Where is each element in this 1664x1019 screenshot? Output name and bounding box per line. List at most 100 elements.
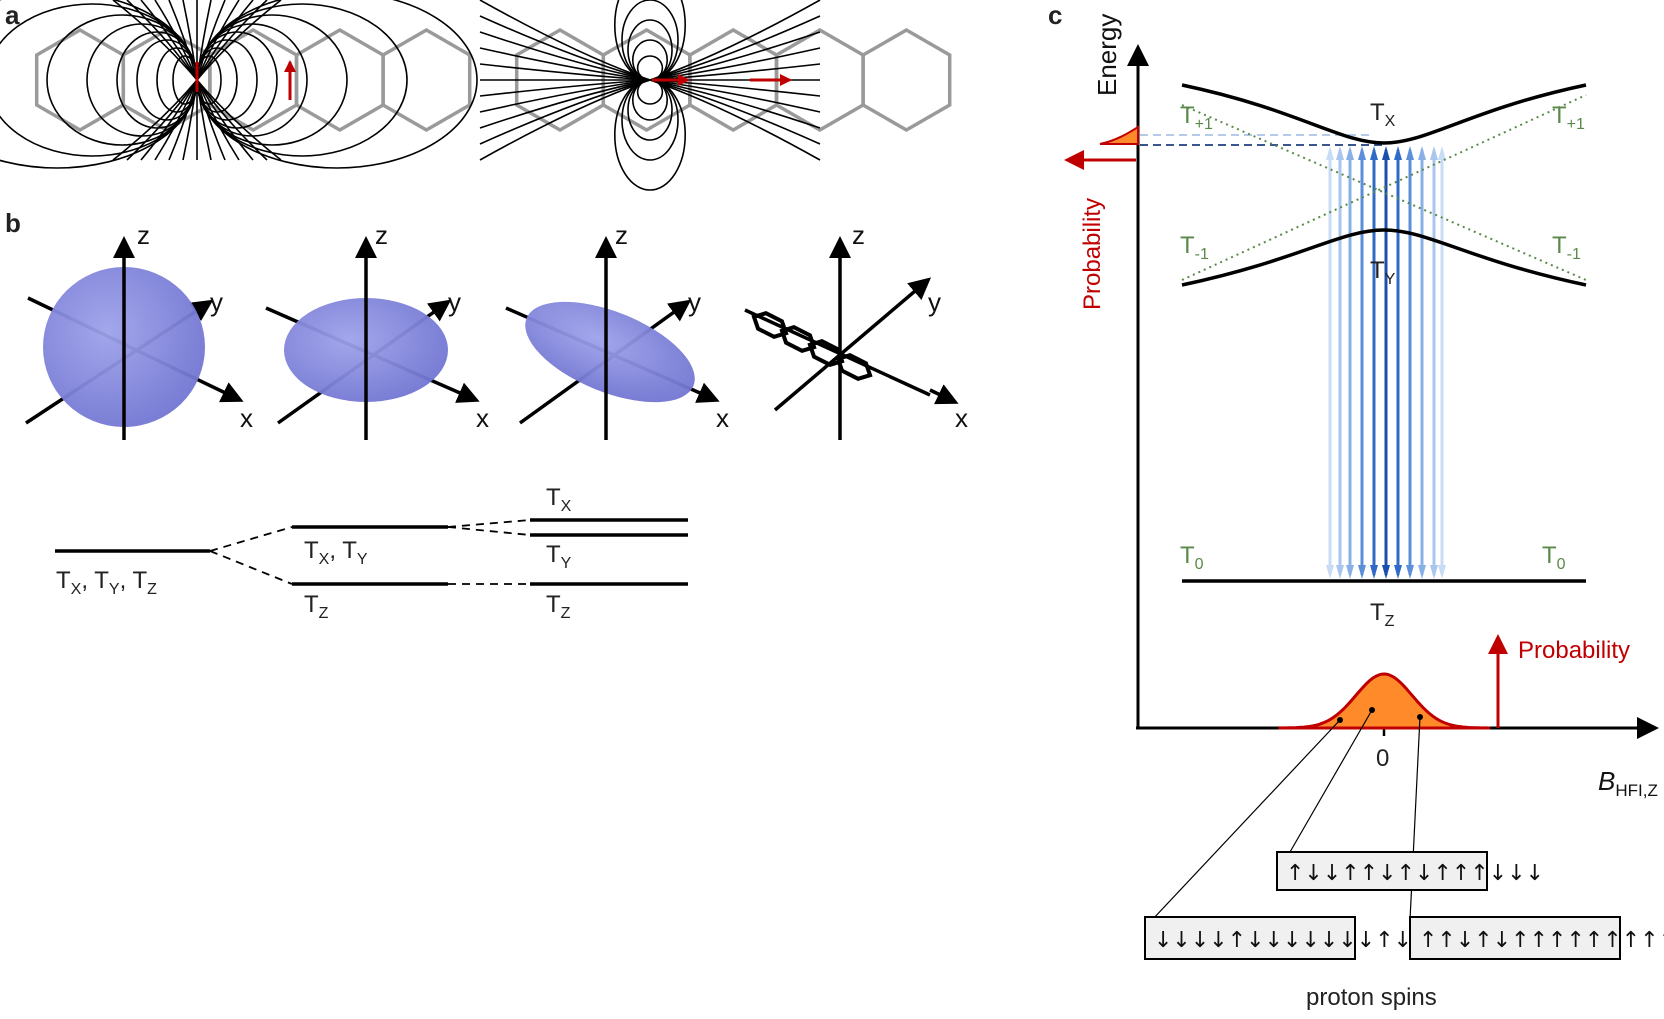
field-line <box>196 79 254 161</box>
field-line <box>649 79 821 113</box>
axes-frame-rhombic: z y x <box>505 220 729 440</box>
tetracene-molecule-icon <box>744 308 931 397</box>
axis-x-label: x <box>716 403 729 433</box>
state-label-t-plus-right: T+1 <box>1552 102 1585 133</box>
level-label-axial-lower: TZ <box>304 591 329 622</box>
probability-label-right: Probability <box>1518 637 1630 664</box>
field-line <box>649 79 821 161</box>
energy-axis-label: Energy <box>1092 14 1122 96</box>
panel-label-c: c <box>1048 0 1062 30</box>
field-line <box>479 15 651 81</box>
spin-box-right-text: ↑↑↓↑↓↑↑↑↑↑↑↑↑↑ <box>1419 928 1664 953</box>
axis-z-label: z <box>615 220 628 250</box>
probability-label-left: Probability <box>1079 198 1106 310</box>
axis-x-label: x <box>476 403 489 433</box>
field-line <box>140 79 198 161</box>
field-line <box>140 0 198 81</box>
spins-caption: proton spins <box>1306 984 1437 1011</box>
spin-box-top <box>1276 851 1488 891</box>
field-line <box>112 79 198 161</box>
state-label-t-minus-right: T-1 <box>1552 232 1581 263</box>
benzene-ring <box>751 311 789 339</box>
spin-box-left <box>1144 916 1356 960</box>
t-minus-one-line <box>1181 94 1587 281</box>
t-plus-one-line <box>1181 104 1587 281</box>
hexagon-ring <box>861 27 952 133</box>
field-line <box>649 79 821 129</box>
axis-x-label: x <box>955 403 968 433</box>
dipole-field-lines-horizontal <box>479 0 821 191</box>
field-line <box>0 0 198 169</box>
field-line <box>631 39 668 81</box>
state-label-t0-right: T0 <box>1542 542 1566 573</box>
field-line <box>126 0 198 81</box>
field-line <box>168 0 198 81</box>
axis-x-label: x <box>240 403 253 433</box>
spin-box-top-text: ↑↓↓↑↑↓↑↓↑↑↑↓↓↓ <box>1286 861 1544 886</box>
axis-z-label: z <box>375 220 388 250</box>
state-label-ty: TY <box>1370 257 1396 288</box>
field-line <box>168 79 198 161</box>
field-line <box>112 0 198 81</box>
axes-frame-sphere: z y x <box>25 220 253 440</box>
hexagon-ring <box>381 27 472 133</box>
benzene-ring <box>807 339 845 367</box>
state-label-tz: TZ <box>1370 599 1395 630</box>
hexagon-ring <box>34 27 126 133</box>
benzene-ring <box>779 325 817 353</box>
panel-label-b: b <box>5 208 21 238</box>
field-line <box>631 79 668 121</box>
field-line <box>649 79 821 145</box>
field-line <box>196 0 282 81</box>
tx-curve <box>1181 83 1587 145</box>
spin-box-right <box>1409 916 1621 960</box>
zero-tick-label: 0 <box>1376 745 1389 772</box>
state-label-t-plus-left: T+1 <box>1180 102 1213 133</box>
field-line <box>479 31 651 81</box>
level-label-rhombic-z: TZ <box>546 591 571 622</box>
benzene-ring <box>835 353 873 381</box>
field-line <box>649 0 821 81</box>
axis-z-label: z <box>137 220 150 250</box>
field-line <box>196 79 226 161</box>
field-line <box>479 63 651 81</box>
axis-y-label: y <box>928 287 941 317</box>
hexagon-chain-right <box>514 27 952 133</box>
axis-y-label: y <box>448 287 461 317</box>
field-line <box>613 79 686 191</box>
field-line <box>479 79 651 129</box>
axis-z-label: z <box>852 220 865 250</box>
field-line <box>196 0 240 81</box>
transition-arrows <box>1326 146 1446 579</box>
energy-distribution <box>1099 125 1139 145</box>
field-line <box>479 79 651 97</box>
field-line <box>479 79 651 161</box>
ty-curve <box>1181 228 1587 287</box>
hexagon-ring <box>208 27 299 133</box>
field-line <box>479 79 651 113</box>
field-line <box>86 23 198 137</box>
zfs-level-diagram: TX, TY, TZ TX, TY TZ TX TY TZ <box>55 484 688 622</box>
field-line <box>196 79 268 161</box>
rhombic-ellipsoid <box>525 301 695 403</box>
field-line <box>196 0 268 81</box>
field-line <box>154 79 198 161</box>
field-line <box>649 47 821 81</box>
dipole-field-lines-vertical <box>0 0 478 169</box>
field-axis-label: BHFI,Z <box>1598 766 1658 800</box>
field-line <box>479 79 651 145</box>
level-label-rhombic-x: TX <box>546 484 572 515</box>
axis-y-label: y <box>688 287 701 317</box>
level-label-rhombic-y: TY <box>546 541 572 572</box>
field-line <box>479 47 651 81</box>
hexagon-ring <box>294 27 385 133</box>
field-line <box>126 79 198 161</box>
field-line <box>649 15 821 81</box>
state-label-t0-left: T0 <box>1180 542 1204 573</box>
level-label-axial-upper: TX, TY <box>304 537 368 568</box>
axes-frame-molecule: z y x <box>744 220 968 440</box>
field-line <box>479 0 651 81</box>
field-line <box>196 79 282 161</box>
field-line <box>649 31 821 81</box>
energy-diagram: Energy BHFI,Z 0 TX TY TZ T+1 T+1 T-1 T-1… <box>1064 14 1664 1011</box>
